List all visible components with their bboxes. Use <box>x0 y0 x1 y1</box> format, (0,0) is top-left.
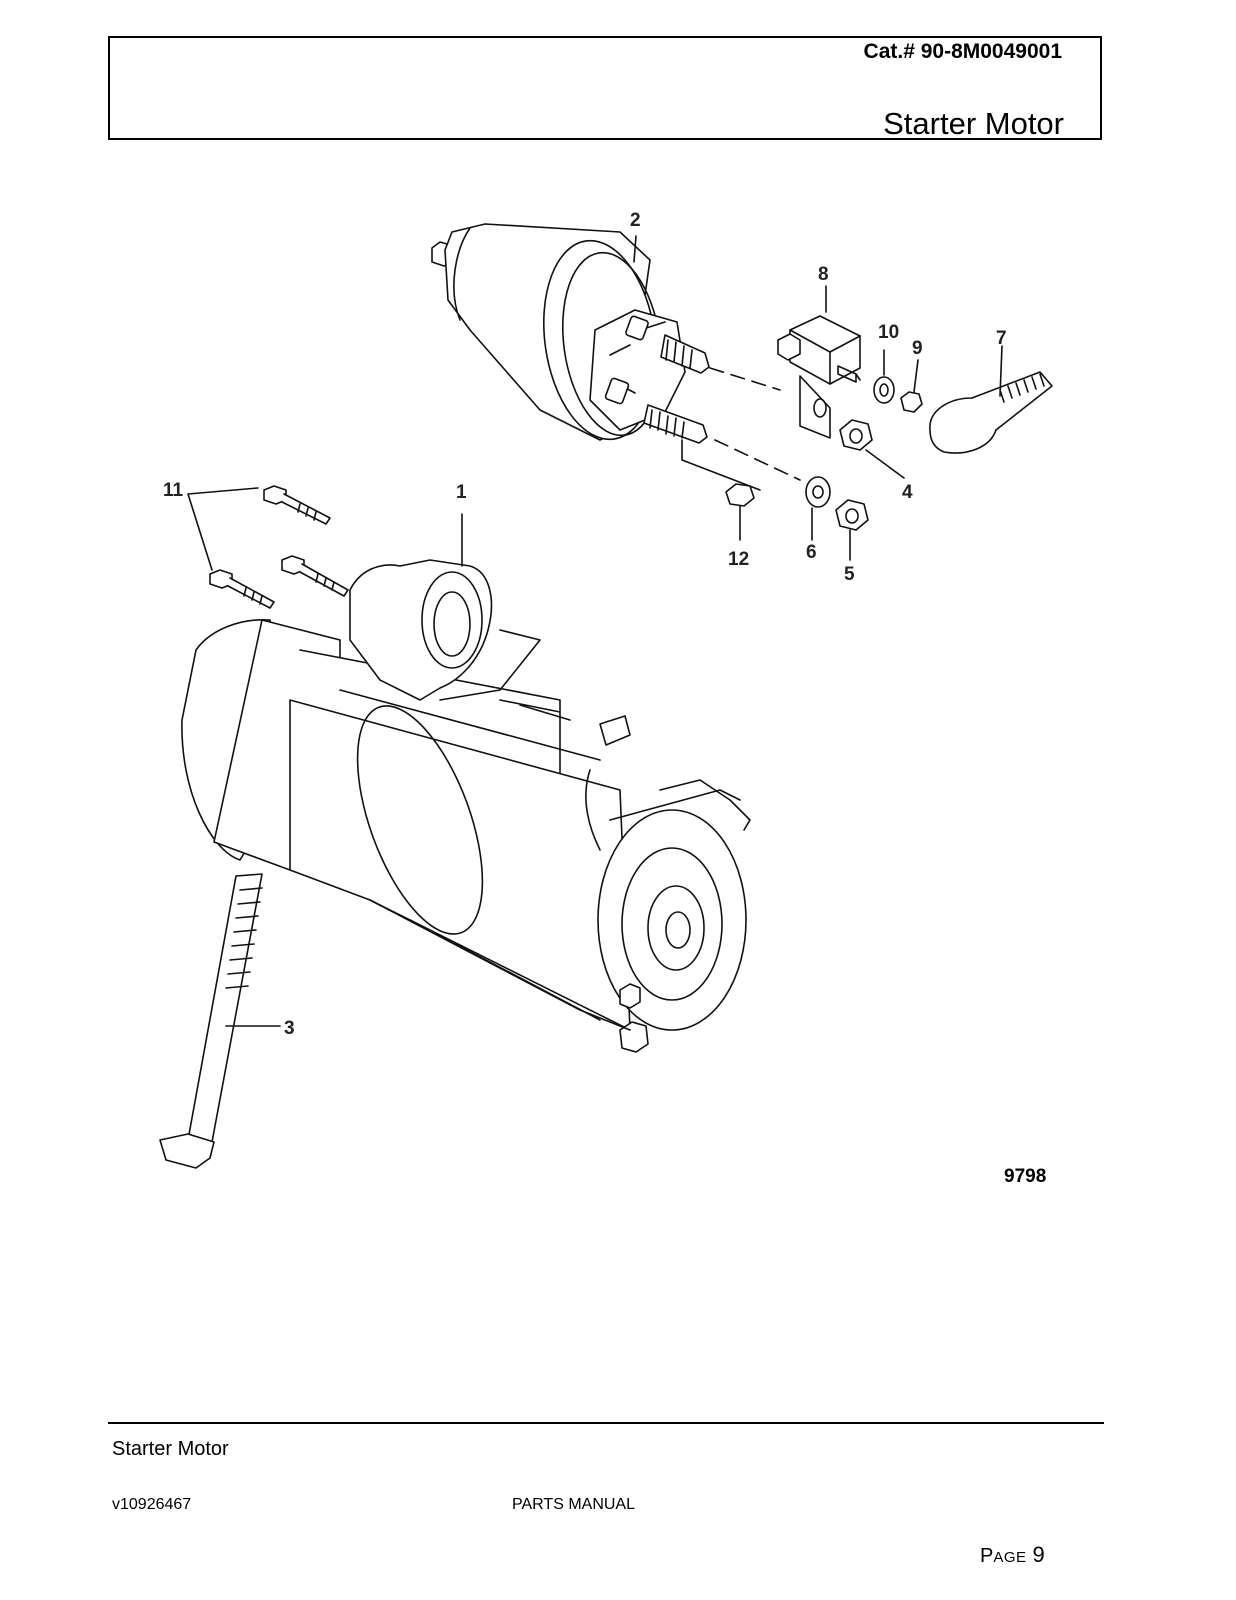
nut-5-part <box>835 499 869 531</box>
callout-11: 11 <box>163 480 184 501</box>
catalog-number: Cat.# 90-8M0049001 <box>863 40 1062 63</box>
washer-10-part <box>873 376 895 404</box>
footer-divider <box>108 1422 1104 1424</box>
page-number: PAGE 9 <box>980 1542 1045 1568</box>
terminal-boot-part <box>929 345 1053 454</box>
page-word: AGE <box>993 1549 1027 1566</box>
terminal-block-part <box>777 285 861 439</box>
page-header: Cat.# 90-8M0049001 Starter Motor <box>108 36 1102 141</box>
mounting-bolts-part <box>187 485 349 609</box>
nut-9-part <box>900 391 923 413</box>
callout-5: 5 <box>844 564 855 585</box>
manual-name: PARTS MANUAL <box>512 1496 635 1513</box>
footer-section-title: Starter Motor <box>112 1438 229 1460</box>
callout-4: 4 <box>902 482 913 503</box>
nut-4-part <box>839 419 873 451</box>
callout-10: 10 <box>878 322 899 343</box>
starter-motor-part <box>181 513 751 1053</box>
page-title: Starter Motor <box>883 106 1064 141</box>
through-bolt-part <box>159 873 281 1169</box>
callout-9: 9 <box>912 338 923 359</box>
figure-number: 9798 <box>1004 1166 1047 1187</box>
page-prefix: P <box>980 1545 994 1567</box>
callout-8: 8 <box>818 264 829 285</box>
callout-7: 7 <box>996 328 1007 349</box>
callout-1: 1 <box>456 482 467 503</box>
callout-3: 3 <box>284 1018 295 1039</box>
nut-12-part <box>725 483 755 507</box>
callout-6: 6 <box>806 542 817 563</box>
page-number-value: 9 <box>1032 1542 1045 1567</box>
solenoid-part <box>431 223 710 444</box>
callout-12: 12 <box>728 549 749 570</box>
callout-2: 2 <box>630 210 641 231</box>
version-code: v10926467 <box>112 1496 192 1513</box>
washer-6-part <box>805 476 831 508</box>
